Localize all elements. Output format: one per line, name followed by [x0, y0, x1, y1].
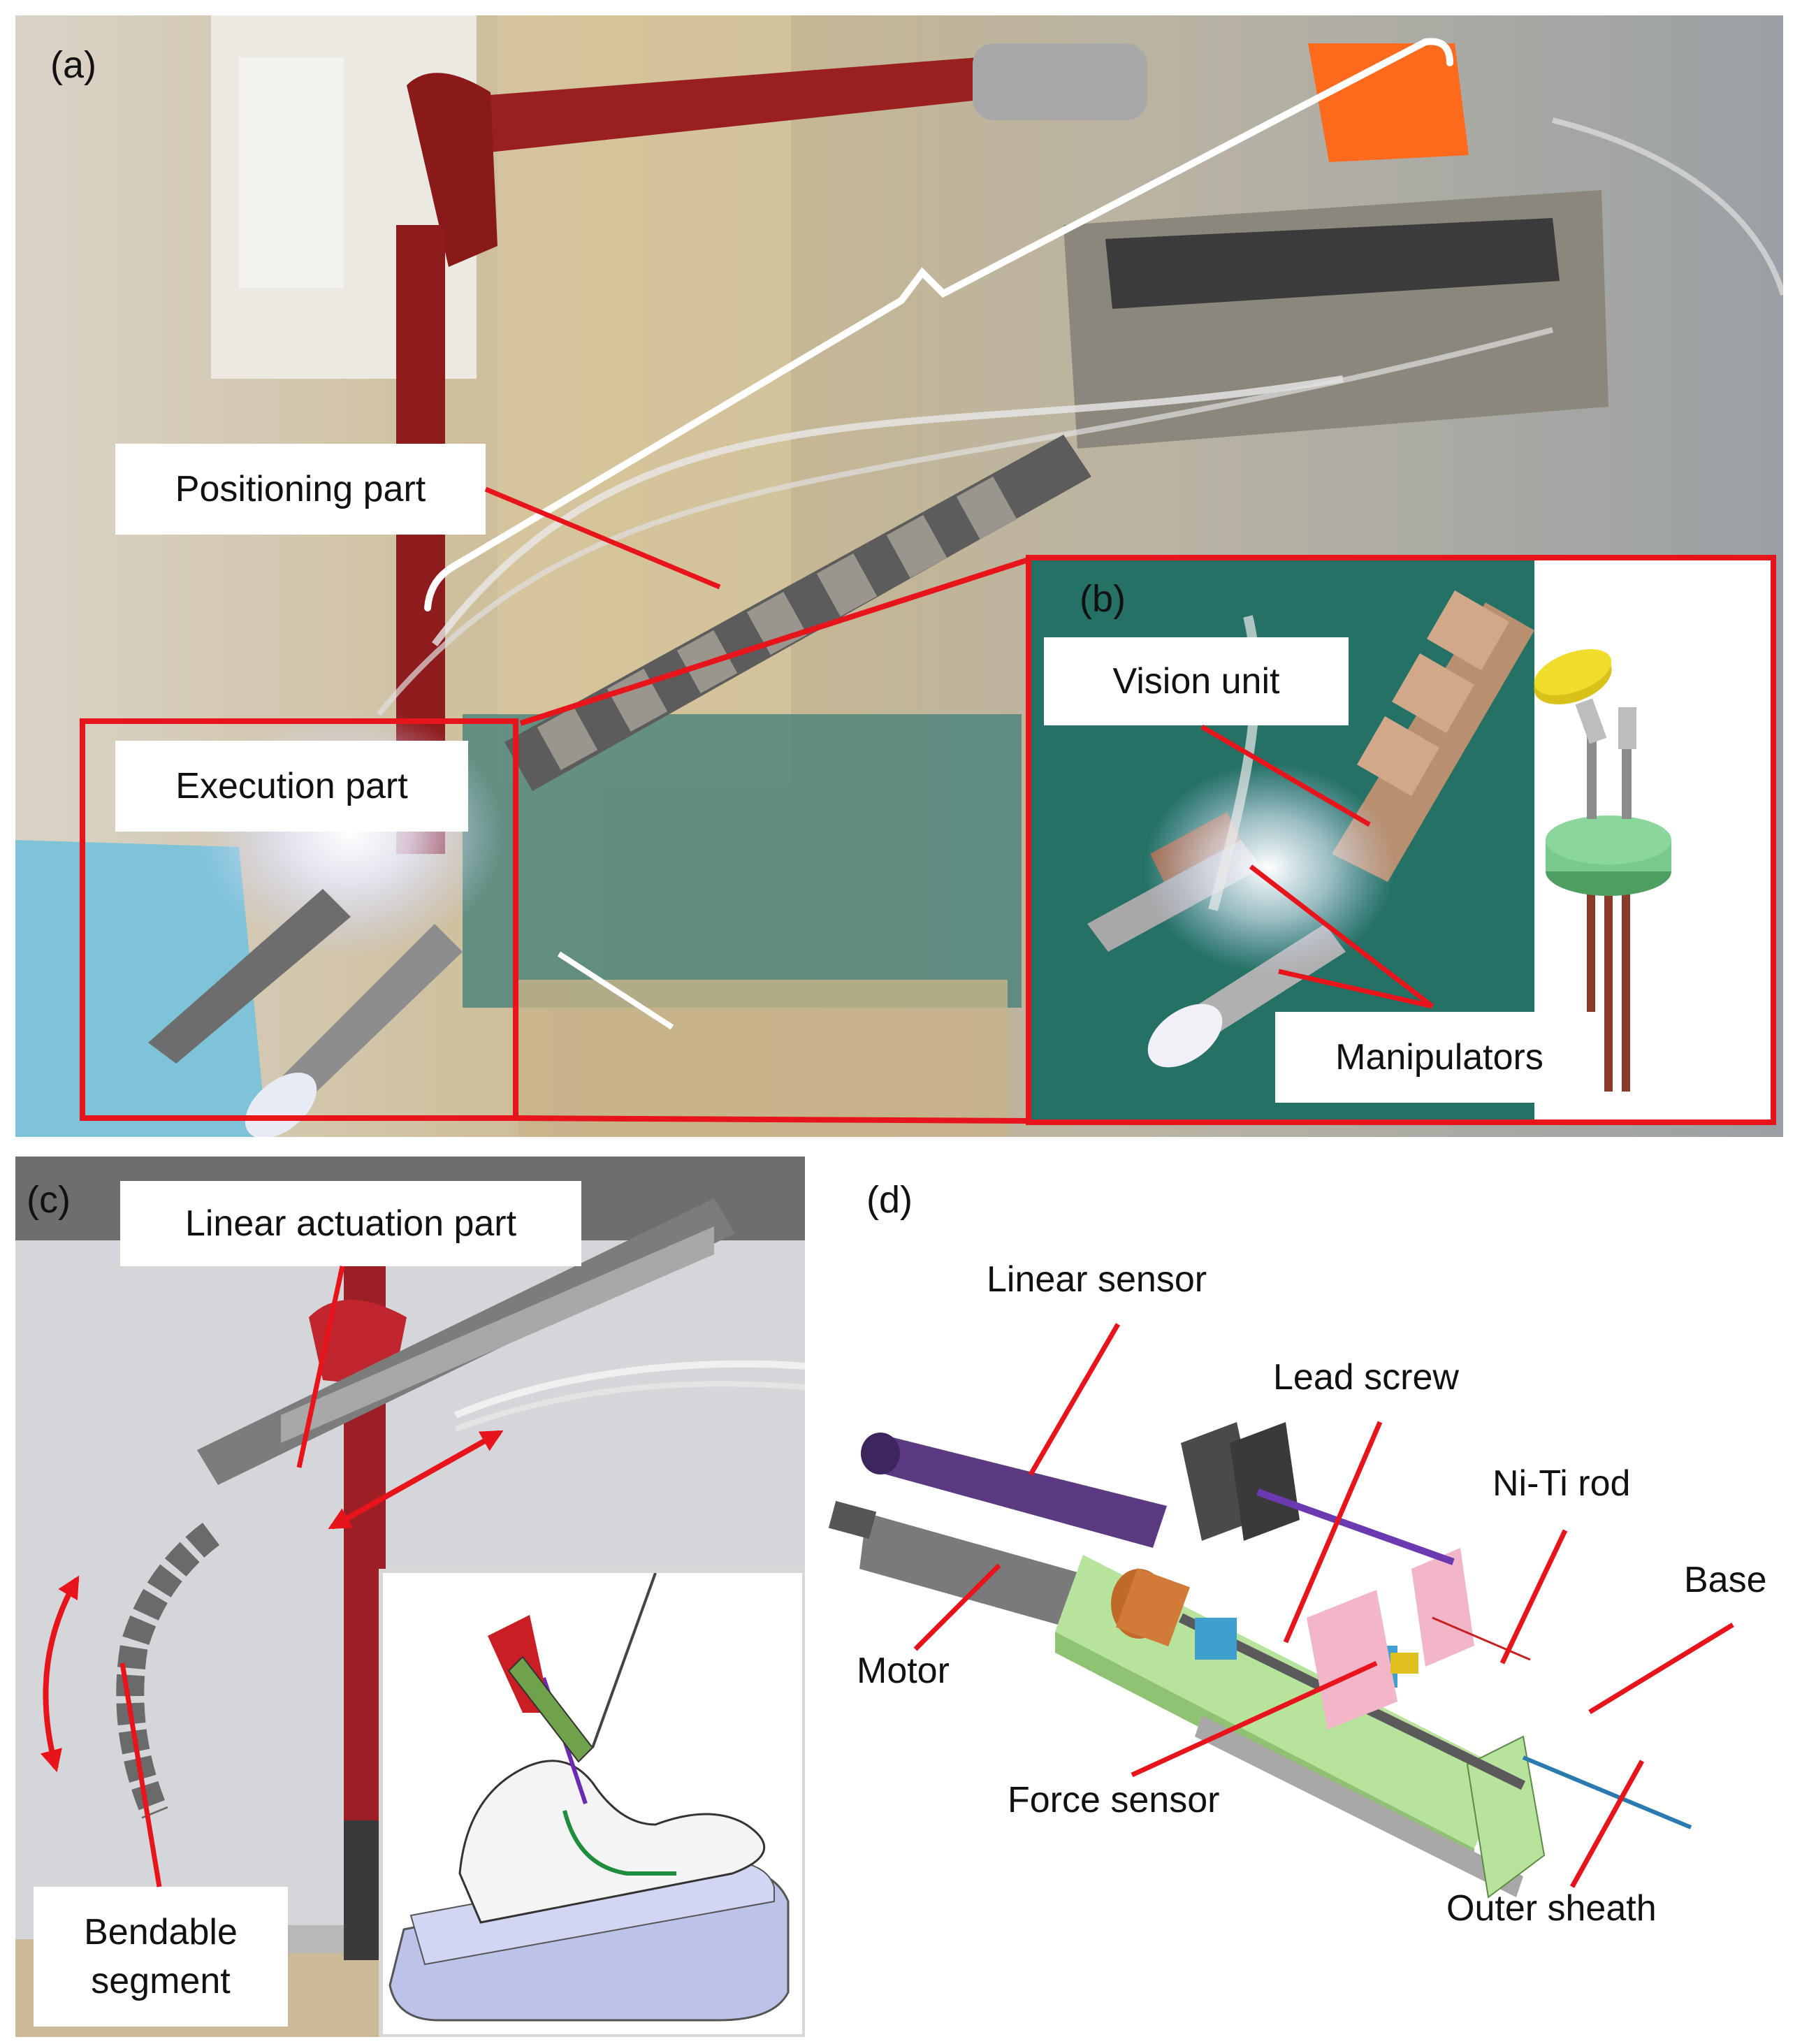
execution-part-label: Execution part — [115, 741, 468, 832]
panel-b-tag: (b) — [1080, 578, 1126, 620]
panel-d-tag: (d) — [866, 1179, 913, 1221]
bendable-segment-label: Bendable segment — [34, 1887, 288, 2027]
panel-a-tag: (a) — [50, 44, 96, 86]
motor-label: Motor — [857, 1651, 950, 1691]
lead-screw-label: Lead screw — [1273, 1357, 1459, 1398]
linear-sensor-label: Linear sensor — [987, 1259, 1207, 1300]
bendable-segment-line1: Bendable — [84, 1911, 238, 1952]
niti-rod-label: Ni-Ti rod — [1492, 1463, 1631, 1504]
bendable-segment-line2: segment — [91, 1961, 231, 2001]
outer-sheath-label: Outer sheath — [1446, 1888, 1657, 1929]
vision-unit-label: Vision unit — [1044, 637, 1349, 725]
force-sensor-label: Force sensor — [1008, 1780, 1220, 1820]
linear-actuation-label: Linear actuation part — [120, 1181, 581, 1266]
manipulators-label: Manipulators — [1275, 1012, 1604, 1103]
positioning-part-label: Positioning part — [115, 444, 486, 535]
patient-cad — [388, 1573, 790, 2022]
panel-c-inset — [379, 1569, 805, 2037]
base-label: Base — [1684, 1560, 1767, 1600]
panel-c-tag: (c) — [27, 1179, 71, 1221]
